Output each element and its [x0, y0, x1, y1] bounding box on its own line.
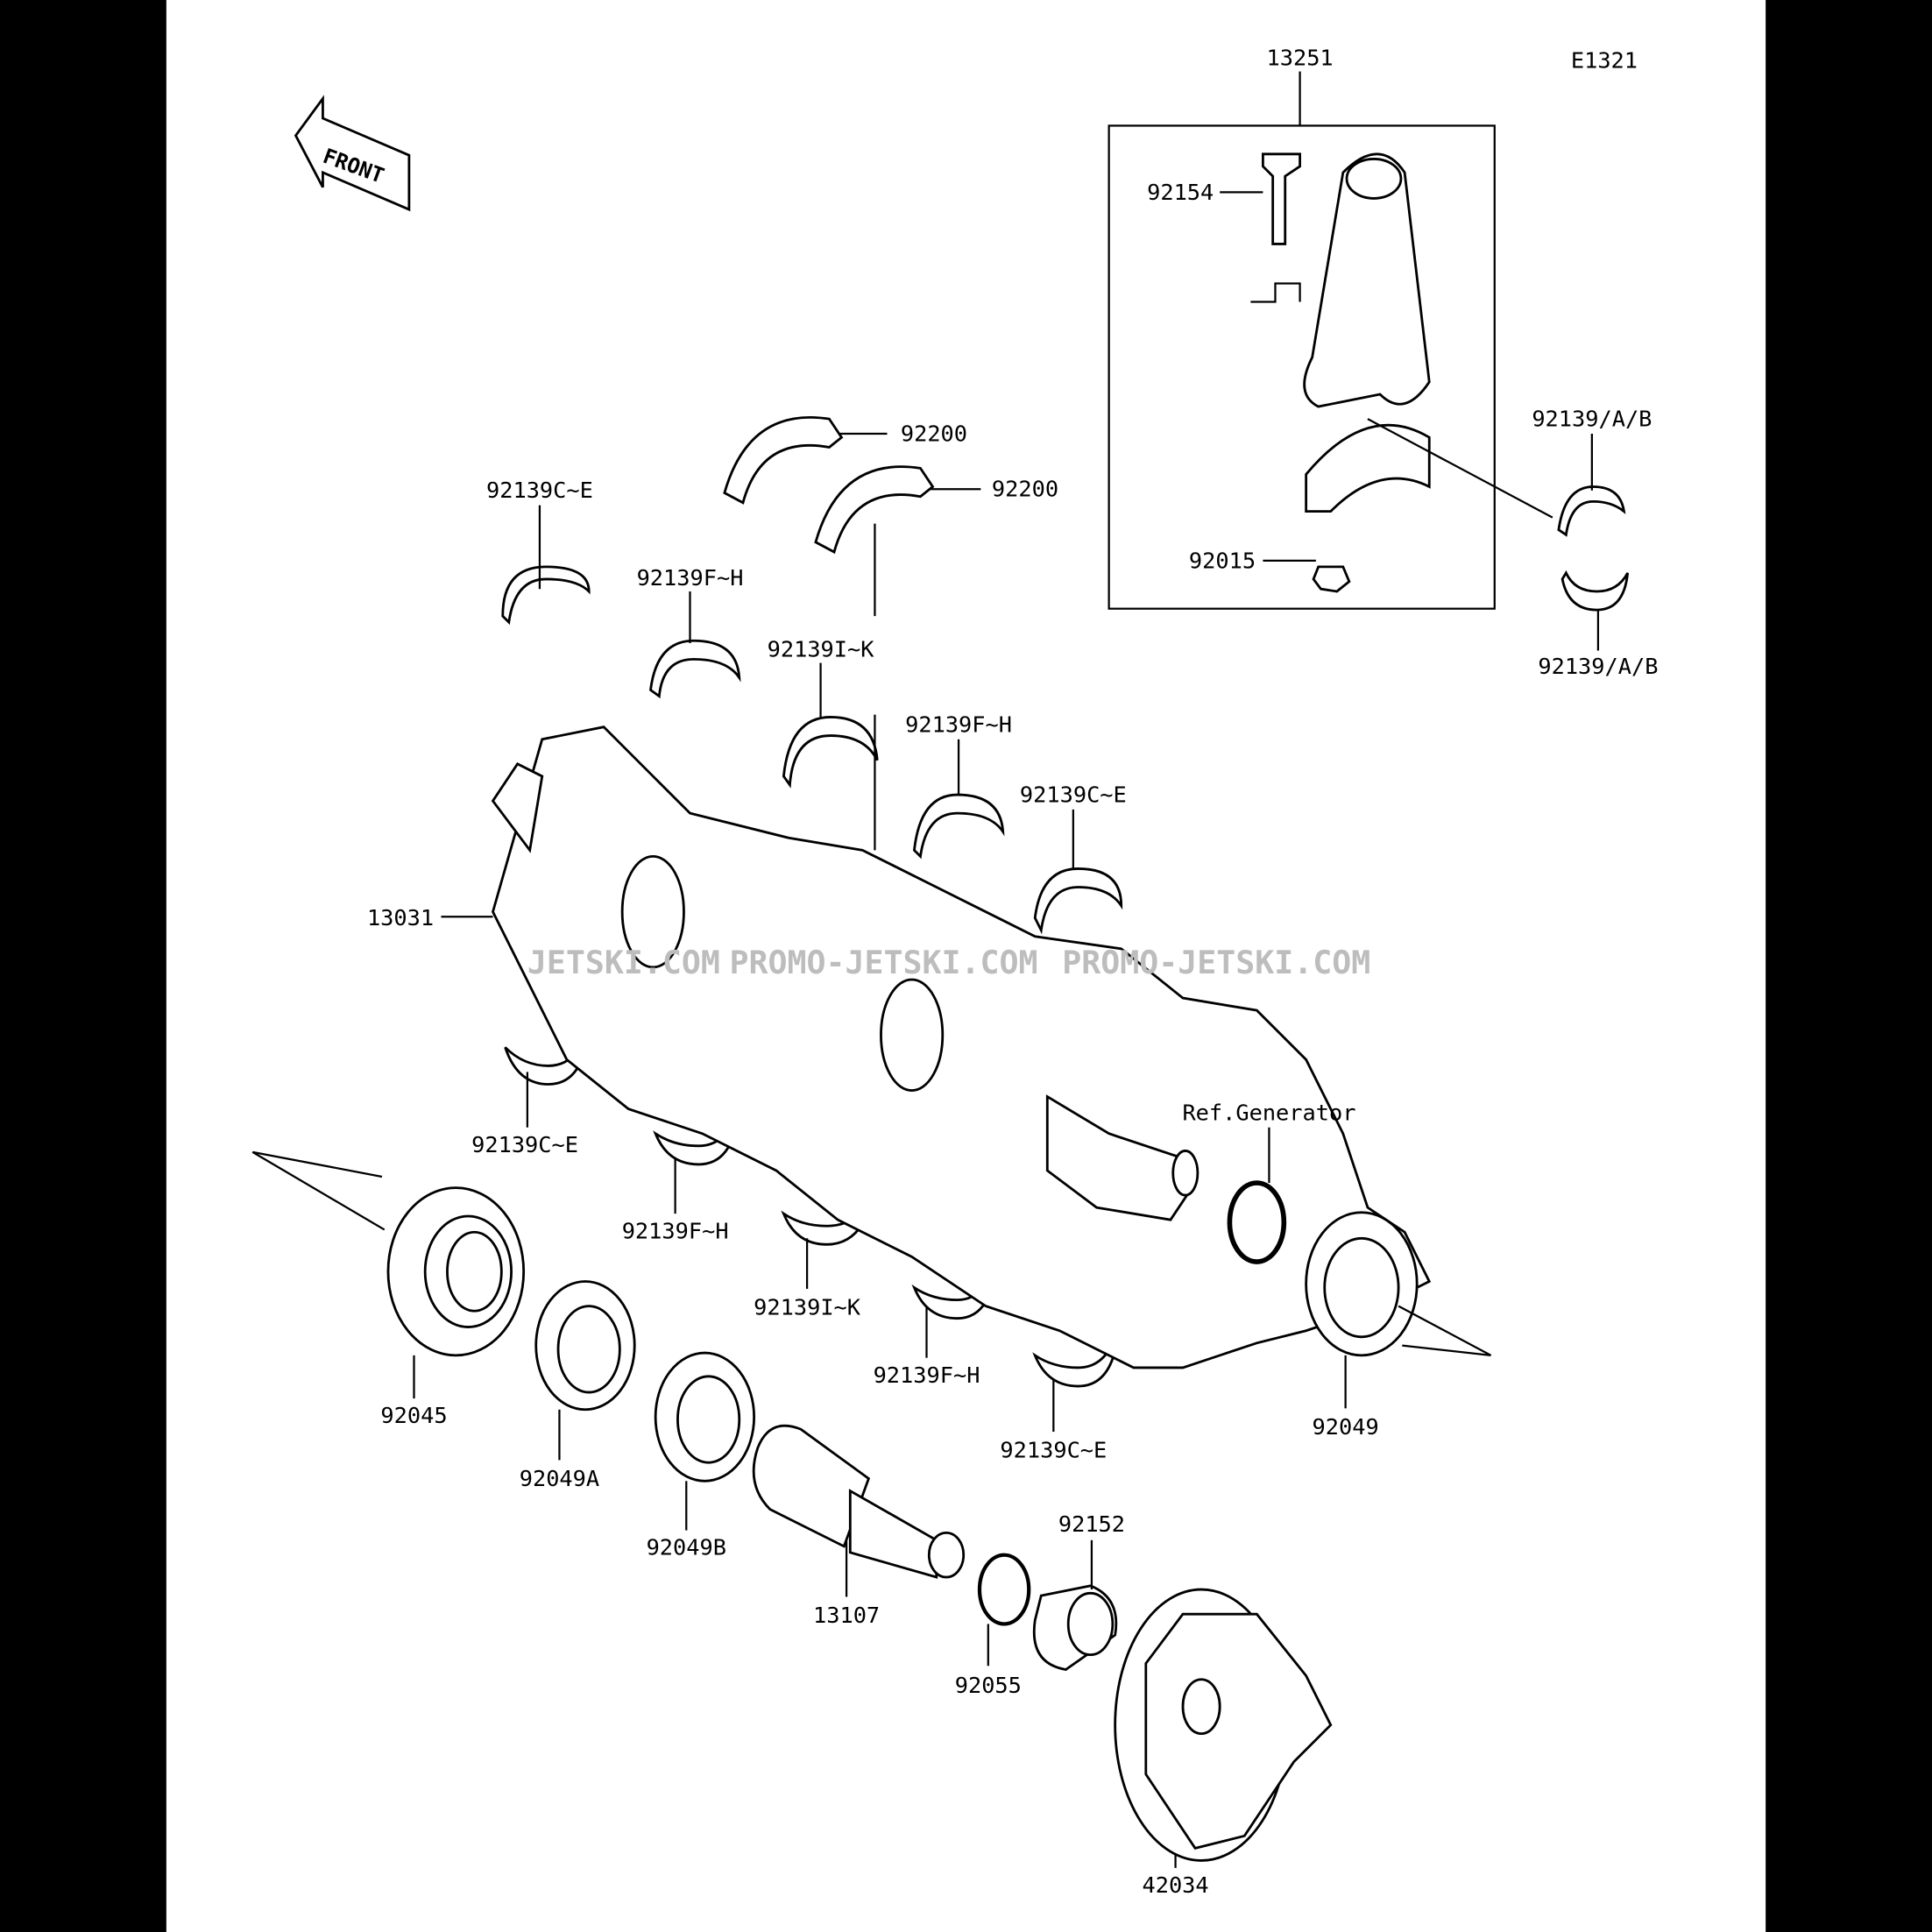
coupling-42034[interactable]	[1114, 1588, 1333, 1862]
label-92139c-e: 92139C~E	[1020, 782, 1127, 807]
conrod-bolt-part[interactable]	[1262, 152, 1301, 245]
label-92200: 92200	[992, 477, 1058, 502]
watermark-text: PROMO-JETSKI.COM	[1062, 944, 1370, 981]
label-13251: 13251	[1267, 46, 1334, 71]
collar-92152[interactable]	[1032, 1584, 1118, 1671]
watermark-text: JETSKI.COM	[527, 944, 720, 981]
o-ring-92055[interactable]	[977, 1553, 1031, 1626]
label-92154: 92154	[1147, 180, 1214, 205]
bearing-shells[interactable]	[501, 485, 1630, 1388]
part-labels: 13251 92154 92200 92200 92139C~E 92139/A…	[367, 46, 1658, 1898]
label-92139f-h: 92139F~H	[874, 1362, 980, 1388]
thrust-washers[interactable]	[723, 415, 935, 555]
label-13107: 13107	[813, 1603, 880, 1628]
nut-part[interactable]	[1312, 565, 1351, 593]
label-92139f-h: 92139F~H	[905, 711, 1012, 737]
label-92049a: 92049A	[520, 1466, 599, 1491]
conrod-assembly-box	[1108, 124, 1496, 610]
label-92139-a-b: 92139/A/B	[1538, 654, 1658, 679]
front-arrow-icon: FRONT	[294, 95, 411, 212]
label-92139f-h: 92139F~H	[637, 565, 744, 591]
label-92015: 92015	[1189, 548, 1256, 573]
crankshaft-part[interactable]	[491, 725, 1432, 1369]
ball-bearing-92045[interactable]	[386, 1186, 526, 1357]
oil-seal-92049[interactable]	[1305, 1211, 1419, 1357]
oil-seal-92049a[interactable]	[534, 1280, 636, 1412]
oil-seal-92049b[interactable]	[654, 1351, 756, 1483]
label-92139i-k: 92139I~K	[768, 637, 875, 662]
leader-lines	[251, 432, 1600, 1868]
label-92139c-e: 92139C~E	[471, 1132, 578, 1157]
label-92049: 92049	[1313, 1414, 1379, 1440]
label-92139i-k: 92139I~K	[754, 1294, 861, 1320]
label-ref-generator: Ref.Generator	[1182, 1100, 1355, 1125]
label-92139f-h: 92139F~H	[622, 1218, 729, 1243]
conrod-part[interactable]	[1303, 152, 1431, 513]
label-42034: 42034	[1142, 1872, 1208, 1898]
label-92139c-e: 92139C~E	[1000, 1438, 1107, 1463]
diagram-code: E1321	[1571, 47, 1638, 73]
shaft-13107[interactable]	[752, 1424, 966, 1579]
label-92055: 92055	[955, 1673, 1022, 1698]
label-92045: 92045	[380, 1403, 447, 1428]
label-92200: 92200	[901, 421, 967, 446]
label-92139-a-b: 92139/A/B	[1532, 407, 1652, 432]
label-92139c-e: 92139C~E	[486, 478, 593, 503]
watermark: JETSKI.COM PROMO-JETSKI.COM PROMO-JETSKI…	[527, 944, 1370, 981]
watermark-text: PROMO-JETSKI.COM	[730, 944, 1038, 981]
label-92152: 92152	[1058, 1511, 1125, 1537]
o-ring-part[interactable]	[1227, 1180, 1287, 1264]
label-92049b: 92049B	[647, 1535, 726, 1560]
label-13031: 13031	[367, 905, 434, 931]
